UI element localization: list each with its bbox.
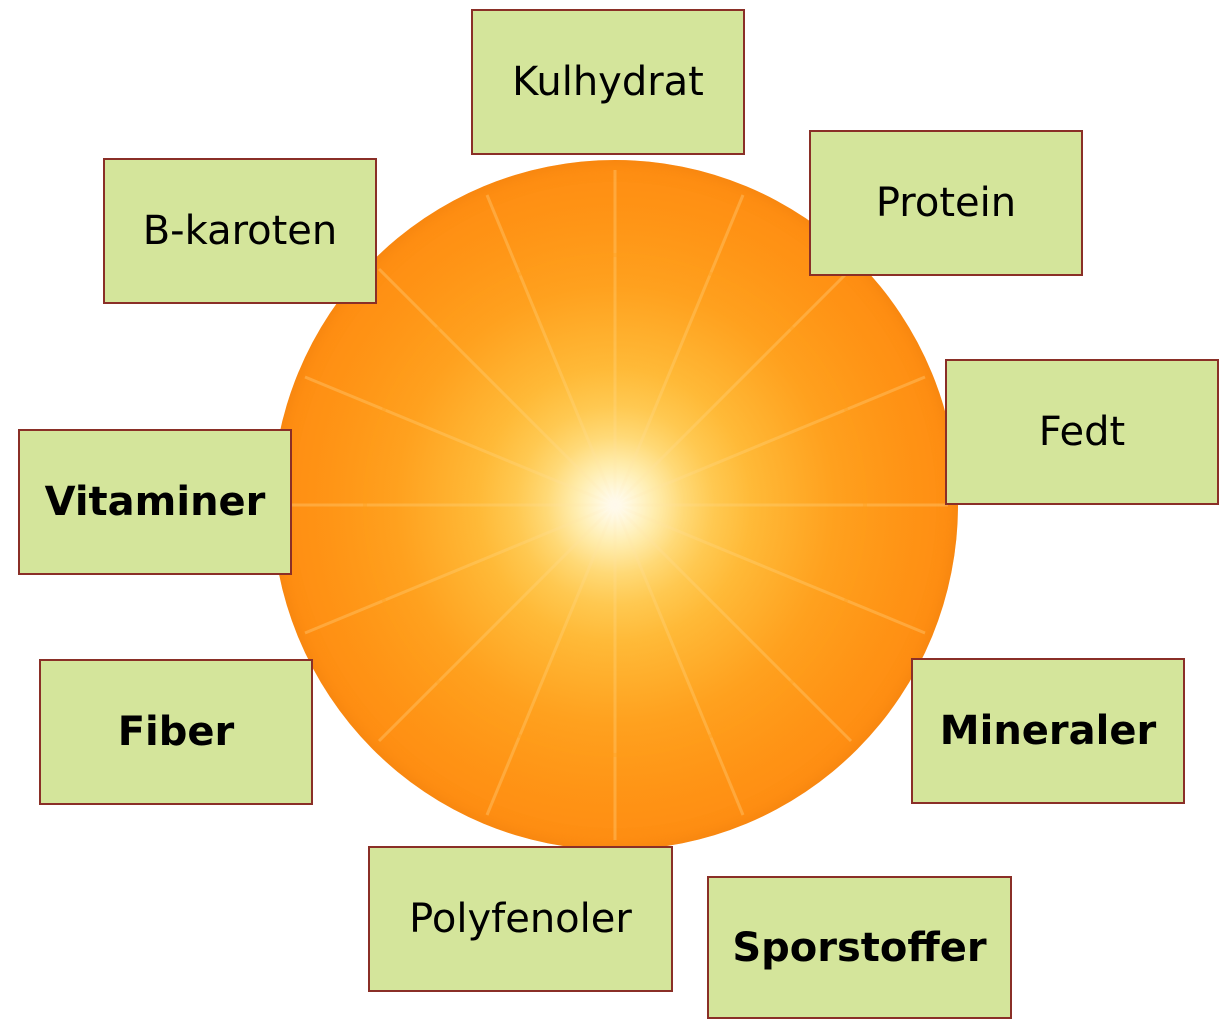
sporstoffer-label: Sporstoffer: [732, 925, 986, 971]
kulhydrat-box: Kulhydrat: [471, 9, 745, 155]
fedt-label: Fedt: [1039, 409, 1126, 455]
sporstoffer-box: Sporstoffer: [707, 876, 1012, 1019]
fiber-box: Fiber: [39, 659, 313, 805]
b-karoten-label: B-karoten: [143, 208, 338, 254]
polyfenoler-box: Polyfenoler: [368, 846, 673, 992]
vitaminer-box: Vitaminer: [18, 429, 292, 575]
fedt-box: Fedt: [945, 359, 1219, 505]
mineraler-label: Mineraler: [940, 708, 1156, 754]
polyfenoler-label: Polyfenoler: [409, 896, 632, 942]
kulhydrat-label: Kulhydrat: [512, 59, 704, 105]
b-karoten-box: B-karoten: [103, 158, 377, 304]
protein-label: Protein: [876, 180, 1016, 226]
vitaminer-label: Vitaminer: [45, 479, 266, 525]
protein-box: Protein: [809, 130, 1083, 276]
fiber-label: Fiber: [118, 709, 235, 755]
mineraler-box: Mineraler: [911, 658, 1185, 804]
